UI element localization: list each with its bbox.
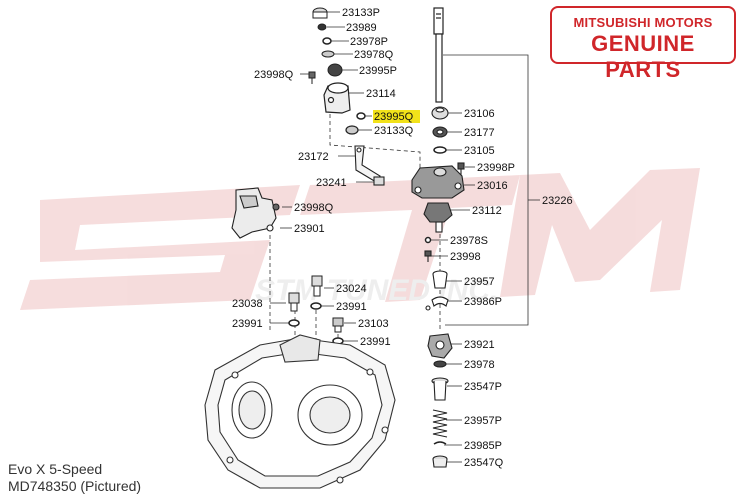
label-23921: 23921 [464, 339, 495, 351]
label-23978p: 23978P [350, 36, 388, 48]
label-23998q-mid: 23998Q [294, 202, 334, 214]
label-23995q: 23995Q [374, 111, 414, 123]
part-labels: 23133P 23989 23978P 23978Q 23995P 23998Q… [232, 7, 573, 469]
label-23985p: 23985P [464, 440, 502, 452]
bracket-23901 [231, 187, 280, 239]
label-23901: 23901 [294, 223, 325, 235]
label-23991-a: 23991 [336, 301, 367, 313]
shift-lever-rod [433, 7, 444, 103]
label-23241: 23241 [316, 177, 347, 189]
label-23016: 23016 [477, 180, 508, 192]
stm-watermark: STM TUNED INC. [20, 168, 700, 310]
bracket-23172 [354, 145, 385, 186]
label-23106: 23106 [464, 108, 495, 120]
label-23986p: 23986P [464, 296, 502, 308]
label-23991-b: 23991 [232, 318, 263, 330]
caption: Evo X 5-Speed MD748350 (Pictured) [8, 461, 141, 495]
badge-brand: MITSUBISHI MOTORS [573, 15, 713, 30]
label-23957: 23957 [464, 276, 495, 288]
label-23998q-top: 23998Q [254, 69, 294, 81]
label-23133q: 23133Q [374, 125, 414, 137]
label-23957p: 23957P [464, 415, 502, 427]
caption-part-number: MD748350 (Pictured) [8, 478, 142, 494]
leader-lines [269, 11, 540, 463]
label-23226: 23226 [542, 195, 573, 207]
upper-small-parts [308, 7, 343, 84]
label-23989: 23989 [346, 22, 377, 34]
label-23103: 23103 [358, 318, 389, 330]
shift-housing-23114 [323, 82, 366, 135]
label-23978q: 23978Q [354, 49, 394, 61]
label-23112: 23112 [472, 205, 502, 217]
label-23177: 23177 [464, 127, 495, 139]
label-23991-c: 23991 [360, 336, 391, 348]
label-23978: 23978 [464, 359, 495, 371]
label-23038: 23038 [232, 298, 263, 310]
label-23995p: 23995P [359, 65, 397, 77]
label-23998: 23998 [450, 251, 481, 263]
label-23024: 23024 [336, 283, 367, 295]
label-23547q: 23547Q [464, 457, 504, 469]
label-23978s: 23978S [450, 235, 488, 247]
highlight-23995q [373, 110, 420, 123]
label-23105: 23105 [464, 145, 495, 157]
label-23998p: 23998P [477, 162, 515, 174]
label-23133p: 23133P [342, 7, 380, 19]
genuine-parts-badge: MITSUBISHI MOTORS GENUINE PARTS [550, 6, 736, 82]
label-23114: 23114 [366, 88, 396, 100]
label-23172: 23172 [298, 151, 329, 163]
shift-tower-parts [411, 106, 465, 468]
label-23547p: 23547P [464, 381, 502, 393]
badge-title: GENUINE PARTS [591, 31, 695, 82]
transmission-case [204, 334, 396, 489]
caption-model: Evo X 5-Speed [8, 461, 103, 477]
